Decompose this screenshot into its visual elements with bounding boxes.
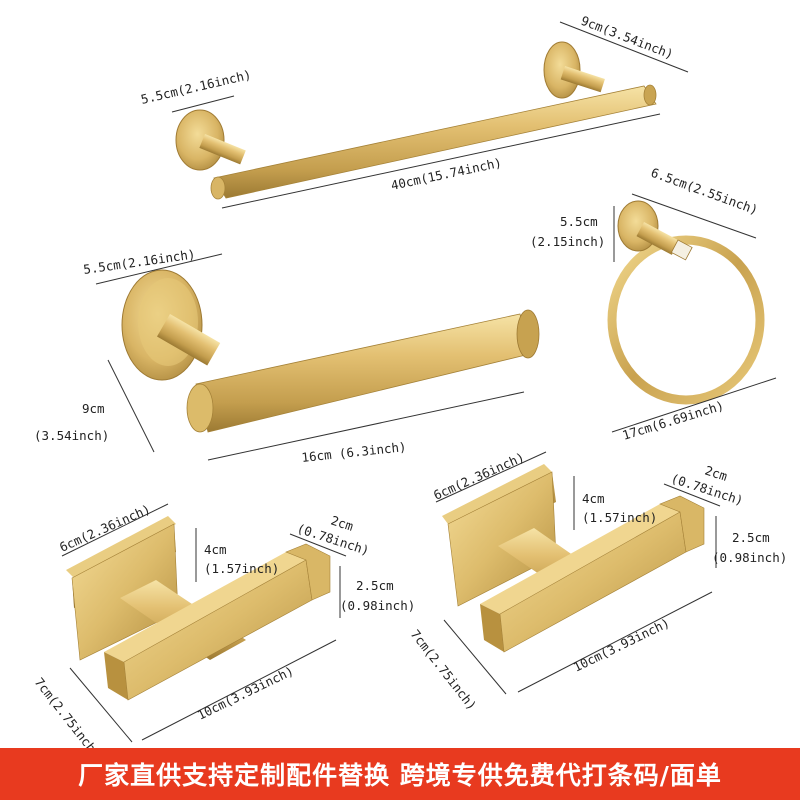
hook-left-tip-height-in: (0.98inch) bbox=[340, 598, 415, 613]
towel-bar-far-post bbox=[560, 65, 605, 93]
hook-right-tip bbox=[659, 495, 705, 553]
hook-right-tip-cm: 2cm bbox=[703, 463, 729, 484]
hook-right-plate-height-cm: 4cm bbox=[582, 491, 605, 506]
hook-right-plate bbox=[442, 464, 552, 524]
hook-left-length: 10cm(3.93inch) bbox=[195, 663, 296, 723]
paper-holder-rod bbox=[195, 313, 531, 433]
promo-banner-text: 厂家直供支持定制配件替换 跨境专供免费代打条码/面单 bbox=[78, 761, 722, 790]
hook-left-tip bbox=[285, 543, 331, 601]
hook-right-tip-height-in: (0.98inch) bbox=[712, 550, 787, 565]
towel-ring-height-label: 6.5cm(2.55inch) bbox=[649, 165, 760, 218]
paper-holder-length-label: 16cm (6.3inch) bbox=[301, 439, 407, 465]
hook-left-tip-height-cm: 2.5cm bbox=[356, 578, 394, 593]
towel-ring-loop bbox=[607, 235, 765, 405]
paper-holder-post bbox=[157, 314, 221, 366]
paper-holder-projection-cm: 9cm bbox=[82, 401, 105, 416]
towel-ring bbox=[607, 200, 765, 405]
hook-left-plate bbox=[66, 516, 176, 578]
hook-left-bar-face bbox=[104, 652, 128, 700]
hook-left-plate-height-in: (1.57inch) bbox=[204, 561, 279, 576]
hook-left-plate-height-cm: 4cm bbox=[204, 542, 227, 557]
towel-ring-post bbox=[636, 221, 680, 255]
towel-bar-far-base bbox=[543, 41, 581, 99]
hook-left-tip-cm: 2cm bbox=[329, 513, 355, 534]
paper-holder-cap bbox=[516, 309, 540, 359]
hook-right-plate-height-in: (1.57inch) bbox=[582, 510, 657, 525]
towel-ring-diameter-label: 17cm(6.69inch) bbox=[620, 398, 725, 443]
towel-bar bbox=[175, 41, 657, 200]
towel-ring-base-cm: 5.5cm bbox=[560, 214, 598, 229]
hook-left-bar-top bbox=[104, 552, 306, 662]
paper-holder-projection-in: (3.54inch) bbox=[34, 428, 109, 443]
towel-ring-collar bbox=[670, 239, 693, 261]
towel-bar-near-post bbox=[199, 134, 246, 165]
towel-bar-near-base bbox=[175, 109, 225, 171]
hook-right-depth: 7cm(2.75inch) bbox=[408, 627, 480, 713]
promo-banner: 厂家直供支持定制配件替换 跨境专供免费代打条码/面单 bbox=[0, 748, 800, 800]
robe-hook-left bbox=[66, 516, 331, 701]
hook-right-bar-face bbox=[480, 604, 504, 652]
hook-right-bar-top bbox=[480, 504, 680, 614]
towel-bar-base-label: 5.5cm(2.16inch) bbox=[139, 67, 252, 107]
towel-bar-end bbox=[643, 84, 657, 106]
towel-ring-dimensions: 5.5cm (2.15inch) 6.5cm(2.55inch) 17cm(6.… bbox=[530, 165, 777, 443]
hook-right-tip-height-cm: 2.5cm bbox=[732, 530, 770, 545]
paper-holder-base-label: 5.5cm(2.16inch) bbox=[82, 246, 196, 277]
towel-ring-base-in: (2.15inch) bbox=[530, 234, 605, 249]
paper-holder-rod-end bbox=[186, 383, 214, 433]
towel-bar-length-label: 40cm(15.74inch) bbox=[390, 155, 504, 193]
hook-right-length: 10cm(3.93inch) bbox=[571, 615, 672, 675]
towel-bar-projection-label: 9cm(3.54inch) bbox=[579, 13, 676, 62]
robe-hook-right bbox=[442, 464, 705, 653]
toilet-paper-holder bbox=[121, 269, 540, 433]
towel-bar-end bbox=[210, 176, 226, 200]
